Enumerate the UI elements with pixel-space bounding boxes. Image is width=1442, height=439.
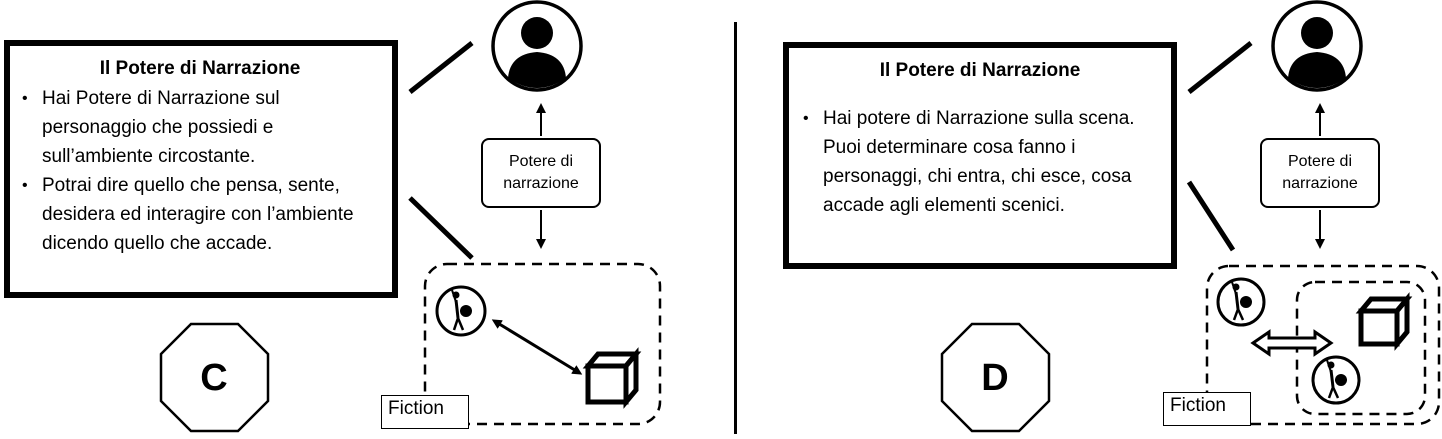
power-label: Potere di narrazione bbox=[503, 153, 579, 192]
box-title: Il Potere di Narrazione bbox=[99, 58, 301, 79]
bullet-list: Hai Potere di Narrazione sul personaggio… bbox=[20, 84, 380, 258]
connector-line-user bbox=[1187, 41, 1253, 94]
panel-c: C Il Potere di Narrazione Hai Potere bbox=[0, 0, 721, 439]
panel-divider bbox=[734, 22, 737, 434]
power-label: Potere di narrazione bbox=[1282, 153, 1358, 192]
cube-icon bbox=[1355, 292, 1413, 351]
bullet-item: Hai Potere di Narrazione sul personaggio… bbox=[20, 84, 380, 171]
bullet-list: Hai potere di Narrazione sulla scena. Pu… bbox=[801, 104, 1159, 220]
panel-d-connectors: D bbox=[940, 0, 1441, 433]
character-figure-icon bbox=[435, 285, 487, 337]
narration-power-box: Il Potere di Narrazione Hai Potere di Na… bbox=[4, 40, 398, 298]
octagon-c: C bbox=[159, 322, 270, 433]
connector-line-fiction bbox=[1186, 180, 1236, 252]
narration-power-box: Il Potere di Narrazione Hai potere di Na… bbox=[783, 42, 1177, 269]
fiction-region bbox=[1205, 264, 1441, 426]
character-figure-icon bbox=[1311, 355, 1361, 405]
character-figure-icon bbox=[1216, 277, 1266, 327]
panel-d: D bbox=[721, 0, 1442, 439]
cube-icon bbox=[582, 347, 642, 409]
octagon-d: D bbox=[940, 322, 1051, 433]
fiction-label: Fiction bbox=[381, 395, 469, 429]
hollow-double-arrow bbox=[1250, 329, 1334, 357]
bullet-item: Hai potere di Narrazione sulla scena. Pu… bbox=[801, 104, 1159, 220]
power-of-narration-box: Potere di narrazione bbox=[1260, 138, 1380, 208]
octagon-letter: C bbox=[200, 357, 227, 399]
octagon-letter: D bbox=[981, 357, 1008, 399]
user-avatar-icon bbox=[1271, 0, 1363, 92]
user-avatar-icon bbox=[491, 0, 583, 92]
power-of-narration-box: Potere di narrazione bbox=[481, 138, 601, 208]
panel-c-connectors: C bbox=[159, 0, 662, 433]
connector-line-fiction bbox=[408, 196, 474, 260]
bullet-item: Potrai dire quello che pensa, sente, des… bbox=[20, 171, 380, 258]
box-title: Il Potere di Narrazione bbox=[879, 60, 1081, 81]
interaction-arrow bbox=[491, 319, 583, 375]
connector-line-user bbox=[408, 41, 474, 94]
fiction-label: Fiction bbox=[1163, 392, 1251, 426]
